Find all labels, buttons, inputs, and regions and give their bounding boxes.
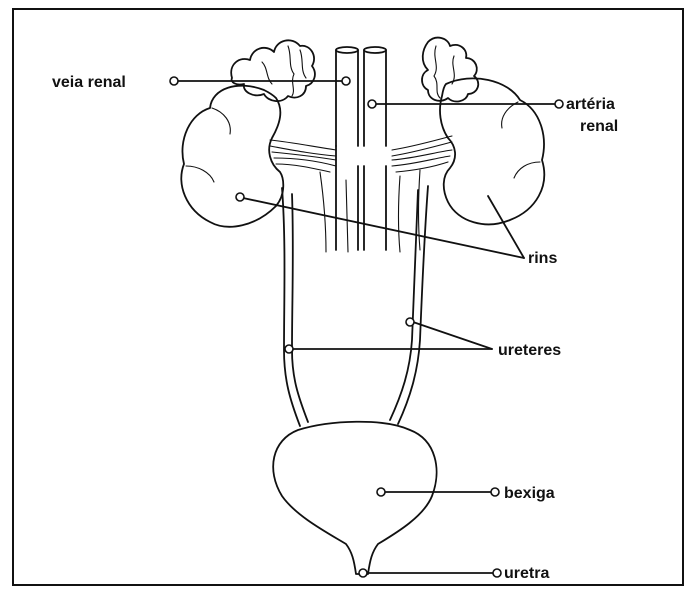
left-adrenal-gland bbox=[231, 40, 315, 101]
left-kidney bbox=[181, 86, 283, 227]
leader-veia-renal bbox=[170, 77, 350, 85]
leader-ureteres bbox=[285, 318, 492, 353]
right-ureter bbox=[390, 186, 428, 424]
bladder bbox=[273, 422, 436, 574]
aorta bbox=[364, 47, 386, 250]
label-rins: rins bbox=[528, 250, 557, 267]
leader-uretra bbox=[359, 569, 501, 577]
right-adrenal-gland bbox=[422, 38, 478, 102]
leader-arteria-renal bbox=[368, 100, 563, 108]
label-ureteres: ureteres bbox=[498, 342, 561, 359]
label-arteria-renal-line2: renal bbox=[580, 118, 618, 135]
renal-vessels bbox=[270, 136, 452, 172]
left-ureter bbox=[282, 188, 308, 426]
label-bexiga: bexiga bbox=[504, 485, 555, 502]
label-veia-renal: veia renal bbox=[52, 74, 126, 91]
iliac-vessels bbox=[320, 170, 420, 252]
label-arteria-renal-line1: artéria bbox=[566, 96, 615, 113]
leader-bexiga bbox=[377, 488, 499, 496]
label-uretra: uretra bbox=[504, 565, 549, 582]
